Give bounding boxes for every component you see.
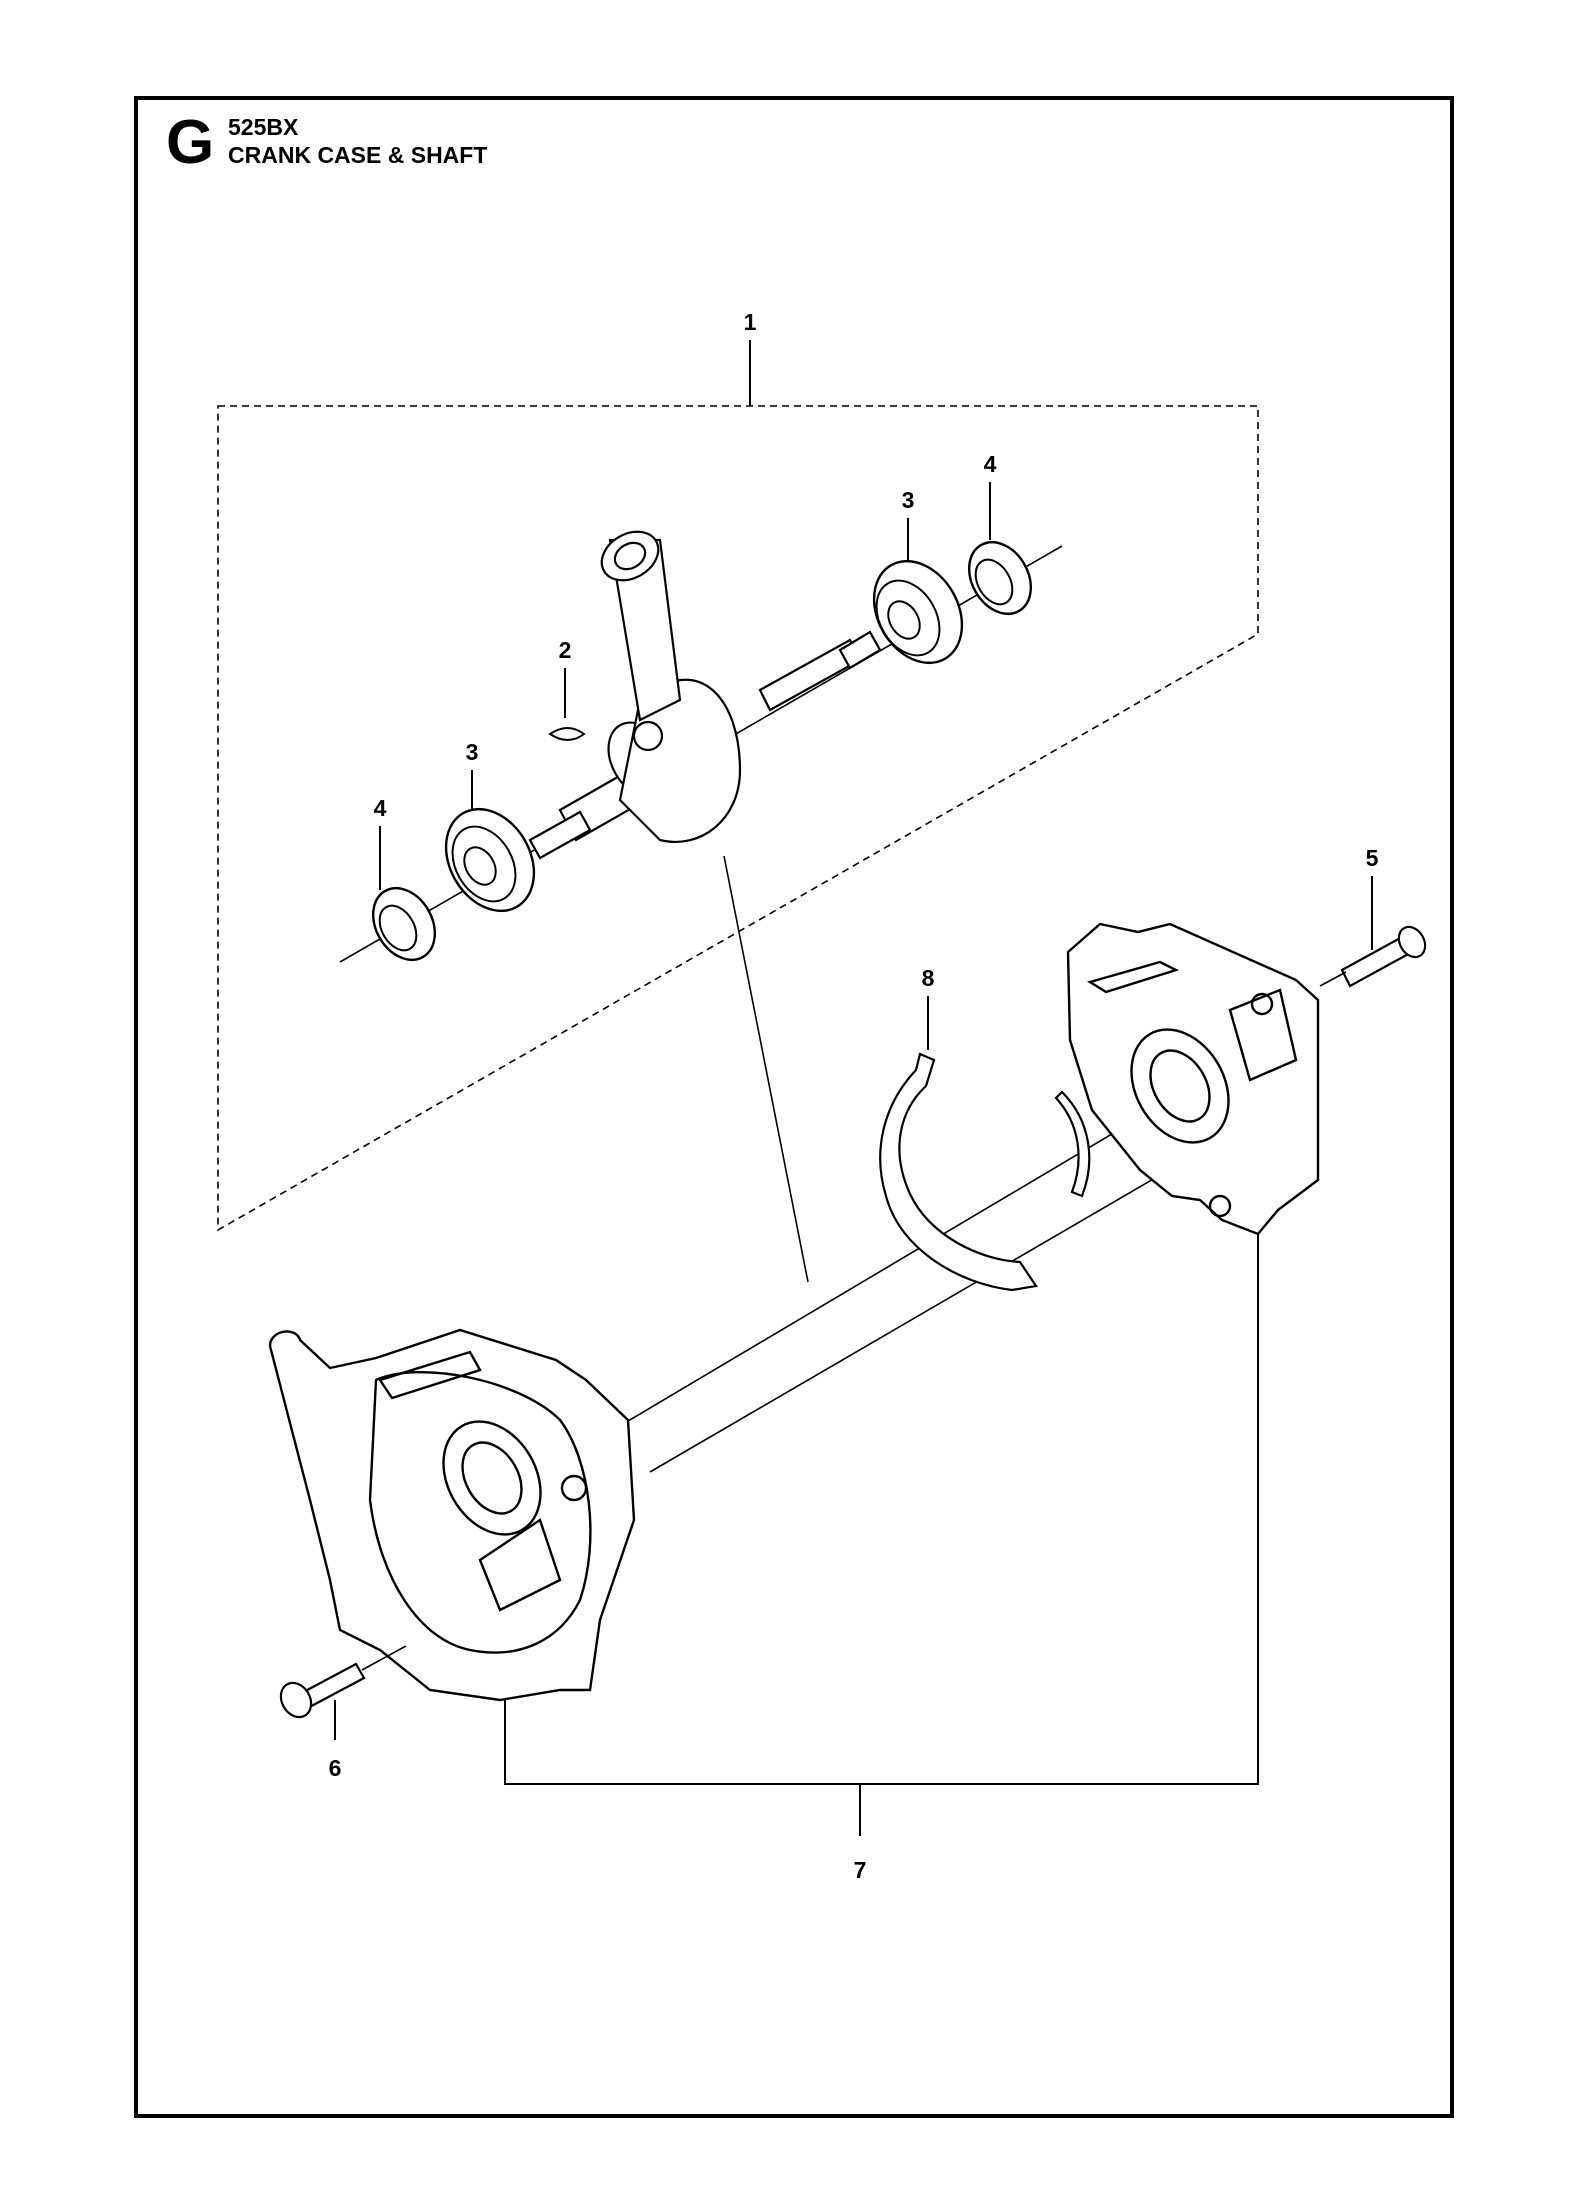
screw-right <box>1340 925 1427 988</box>
callout-3-left: 3 <box>466 739 479 765</box>
seal-right <box>967 541 1033 615</box>
seal-left <box>371 887 437 961</box>
callout-4-left: 4 <box>374 795 387 821</box>
page-title: CRANK CASE & SHAFT <box>228 142 488 168</box>
screw-right-axis <box>1319 971 1347 987</box>
crankshaft-leader <box>723 855 809 1283</box>
crankshaft-assembly-boundary <box>217 405 1259 1232</box>
callout-1: 1 <box>744 309 757 335</box>
page-frame <box>134 96 1454 2118</box>
callout-5: 5 <box>1366 845 1379 871</box>
screw-left <box>279 1662 366 1719</box>
screw-left-axis <box>361 1645 407 1671</box>
crankshaft <box>528 530 882 860</box>
callout-3-right: 3 <box>902 487 915 513</box>
bearing-left <box>444 807 536 913</box>
alignment-axis-lower <box>649 1145 1211 1473</box>
crank-case-right <box>1066 922 1320 1236</box>
callout-4-right: 4 <box>984 451 997 477</box>
bearing-right <box>872 559 964 665</box>
section-letter: G <box>166 108 215 177</box>
bracket-line-7 <box>504 1222 1259 1836</box>
woodruff-key <box>548 727 586 741</box>
gasket <box>879 1052 1091 1292</box>
callout-8: 8 <box>922 965 935 991</box>
model-name: 525BX <box>228 114 299 140</box>
crank-case-left <box>268 1328 636 1702</box>
callout-6: 6 <box>329 1755 342 1781</box>
callout-7: 7 <box>854 1857 867 1883</box>
callout-2: 2 <box>559 637 572 663</box>
